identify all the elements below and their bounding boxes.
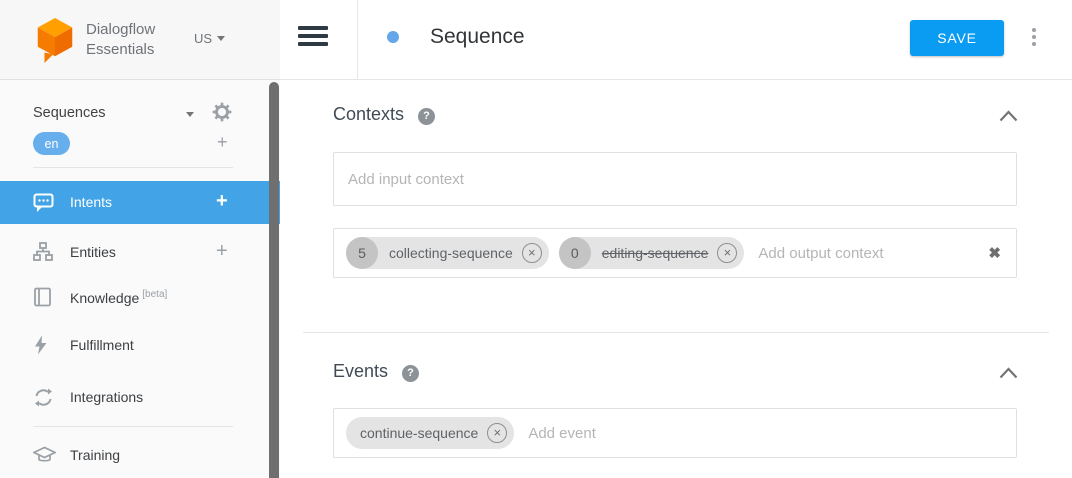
divider bbox=[33, 426, 233, 427]
intent-status-dot bbox=[387, 31, 399, 43]
main-header: Sequence SAVE bbox=[280, 0, 1072, 80]
sidebar-item-training[interactable]: Training bbox=[0, 434, 280, 476]
graduation-cap-icon bbox=[32, 446, 57, 469]
collapse-contexts-icon[interactable] bbox=[999, 109, 1018, 127]
sidebar-item-label: Entities bbox=[70, 244, 116, 260]
help-icon[interactable]: ? bbox=[418, 107, 436, 125]
chat-bubble-icon bbox=[33, 192, 54, 218]
input-context-field bbox=[333, 152, 1017, 206]
event-placeholder[interactable]: Add event bbox=[528, 424, 596, 442]
sidebar-item-label: Intents bbox=[70, 194, 113, 210]
save-button[interactable]: SAVE bbox=[910, 20, 1004, 56]
page-title: Sequence bbox=[430, 25, 525, 48]
add-intent-icon[interactable]: + bbox=[216, 190, 228, 212]
sidebar: Dialogflow Essentials US Sequences en + bbox=[0, 0, 280, 478]
sidebar-item-entities[interactable]: Entities + bbox=[0, 231, 280, 273]
gear-icon[interactable] bbox=[211, 101, 233, 128]
lifespan-badge: 5 bbox=[346, 237, 378, 269]
sidebar-item-intents[interactable]: Intents + bbox=[0, 181, 280, 224]
chevron-down-icon bbox=[217, 36, 226, 41]
menu-icon[interactable] bbox=[298, 26, 328, 46]
add-entity-icon[interactable]: + bbox=[216, 240, 228, 262]
chip-label: editing-sequence bbox=[601, 245, 709, 261]
collapse-events-icon[interactable] bbox=[999, 366, 1018, 384]
brand-name: Dialogflow Essentials bbox=[86, 21, 156, 58]
output-context-chip: 0 editing-sequence × bbox=[558, 237, 745, 269]
events-field[interactable]: continue-sequence × Add event bbox=[333, 408, 1017, 458]
event-chip: continue-sequence × bbox=[346, 417, 515, 449]
sidebar-item-label: Fulfillment bbox=[70, 337, 134, 353]
language-row: en + bbox=[0, 128, 280, 158]
chip-label: collecting-sequence bbox=[389, 245, 513, 261]
sidebar-item-fulfillment[interactable]: Fulfillment bbox=[0, 324, 280, 366]
lifespan-badge: 0 bbox=[558, 237, 591, 269]
events-section-title: Events? bbox=[333, 361, 420, 382]
sidebar-item-label: Knowledge[beta] bbox=[70, 289, 168, 306]
remove-chip-icon[interactable]: × bbox=[487, 423, 508, 443]
contexts-section-title: Contexts? bbox=[333, 104, 436, 125]
output-context-chip: 5 collecting-sequence × bbox=[346, 237, 549, 269]
remove-chip-icon[interactable]: × bbox=[717, 243, 738, 263]
remove-chip-icon[interactable]: × bbox=[521, 243, 542, 263]
sync-icon bbox=[33, 387, 54, 413]
lightning-bolt-icon bbox=[33, 335, 49, 360]
region-selector[interactable]: US bbox=[194, 31, 226, 46]
entities-icon bbox=[33, 242, 53, 267]
beta-badge: [beta] bbox=[142, 289, 168, 300]
language-badge[interactable]: en bbox=[33, 132, 70, 155]
sidebar-item-label: Training bbox=[70, 447, 121, 463]
clear-contexts-icon[interactable]: ✖ bbox=[988, 245, 1001, 262]
agent-selector[interactable]: Sequences bbox=[0, 95, 280, 135]
output-context-placeholder[interactable]: Add output context bbox=[758, 244, 884, 262]
sidebar-item-label: Integrations bbox=[70, 389, 144, 405]
output-context-field[interactable]: 5 collecting-sequence × 0 editing-sequen… bbox=[333, 228, 1017, 278]
add-language-icon[interactable]: + bbox=[217, 132, 228, 152]
divider bbox=[33, 167, 233, 168]
logo-area: Dialogflow Essentials US bbox=[0, 0, 280, 80]
sidebar-item-integrations[interactable]: Integrations bbox=[0, 376, 280, 418]
section-divider bbox=[303, 332, 1049, 333]
chip-label: continue-sequence bbox=[360, 425, 479, 441]
input-context-input[interactable] bbox=[334, 153, 1016, 205]
divider bbox=[357, 0, 358, 79]
kebab-menu-icon[interactable] bbox=[1032, 28, 1036, 46]
chevron-down-icon bbox=[186, 112, 194, 117]
dialogflow-logo-icon bbox=[37, 17, 73, 63]
book-icon bbox=[33, 287, 52, 312]
agent-name: Sequences bbox=[33, 105, 106, 121]
sidebar-scrollbar[interactable] bbox=[269, 82, 279, 478]
help-icon[interactable]: ? bbox=[402, 364, 420, 382]
sidebar-item-knowledge[interactable]: Knowledge[beta] bbox=[0, 276, 280, 318]
